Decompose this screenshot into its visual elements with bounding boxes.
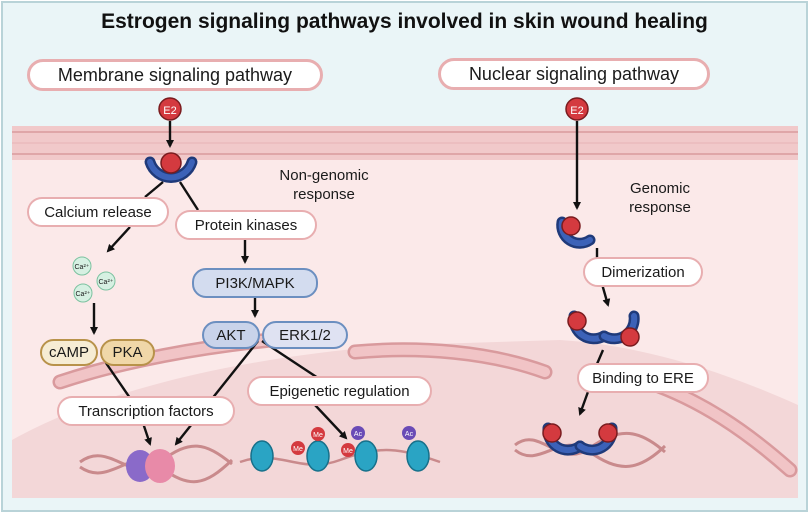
e2-ligand-left [158,97,182,121]
pi3k-mapk-box: PI3K/MAPK [192,268,318,298]
dimer-on-dna [542,422,618,456]
svg-text:Me: Me [343,448,353,455]
bound-e2 [160,152,182,174]
svg-text:Me: Me [293,446,303,453]
methyl-mark-1 [311,427,325,441]
transcription-factor-pink [145,449,175,483]
calcium-ions: Ca²⁺ Ca²⁺ Ca²⁺ [72,256,116,303]
akt-box: AKT [202,321,260,349]
chromatin [239,440,441,472]
e2-label-left: E2 [163,105,176,117]
methyl-mark-2 [291,441,305,455]
svg-text:Ac: Ac [405,431,414,438]
svg-text:Ca²⁺: Ca²⁺ [76,291,91,298]
e2-label-right: E2 [570,105,583,117]
transcription-factors-label: Transcription factors [57,396,235,426]
pka-box: PKA [100,339,155,366]
acetyl-mark-1 [351,426,365,440]
dimerization-label: Dimerization [583,257,703,287]
non-genomic-response-label: Non-genomic response [279,167,369,203]
erk-box: ERK1/2 [262,321,348,349]
svg-text:Me: Me [313,432,323,439]
calcium-release-label: Calcium release [27,197,169,227]
receptor-dimer [567,310,640,347]
e2-ligand-right [565,97,589,121]
binding-to-ere-label: Binding to ERE [577,363,709,393]
nuclear-pathway-label: Nuclear signaling pathway [438,58,710,90]
dna-left [79,444,234,484]
epigenetic-regulation-label: Epigenetic regulation [247,376,432,406]
svg-text:Ca²⁺: Ca²⁺ [99,279,114,286]
acetyl-mark-2 [402,426,416,440]
svg-text:Ac: Ac [354,431,363,438]
methyl-mark-3 [341,443,355,457]
protein-kinases-label: Protein kinases [175,210,317,240]
membrane-pathway-label: Membrane signaling pathway [27,59,323,91]
camp-box: cAMP [40,339,98,366]
svg-text:Ca²⁺: Ca²⁺ [75,264,90,271]
genomic-response-label: Genomic response [629,180,691,216]
diagram-title: Estrogen signaling pathways involved in … [101,10,708,33]
